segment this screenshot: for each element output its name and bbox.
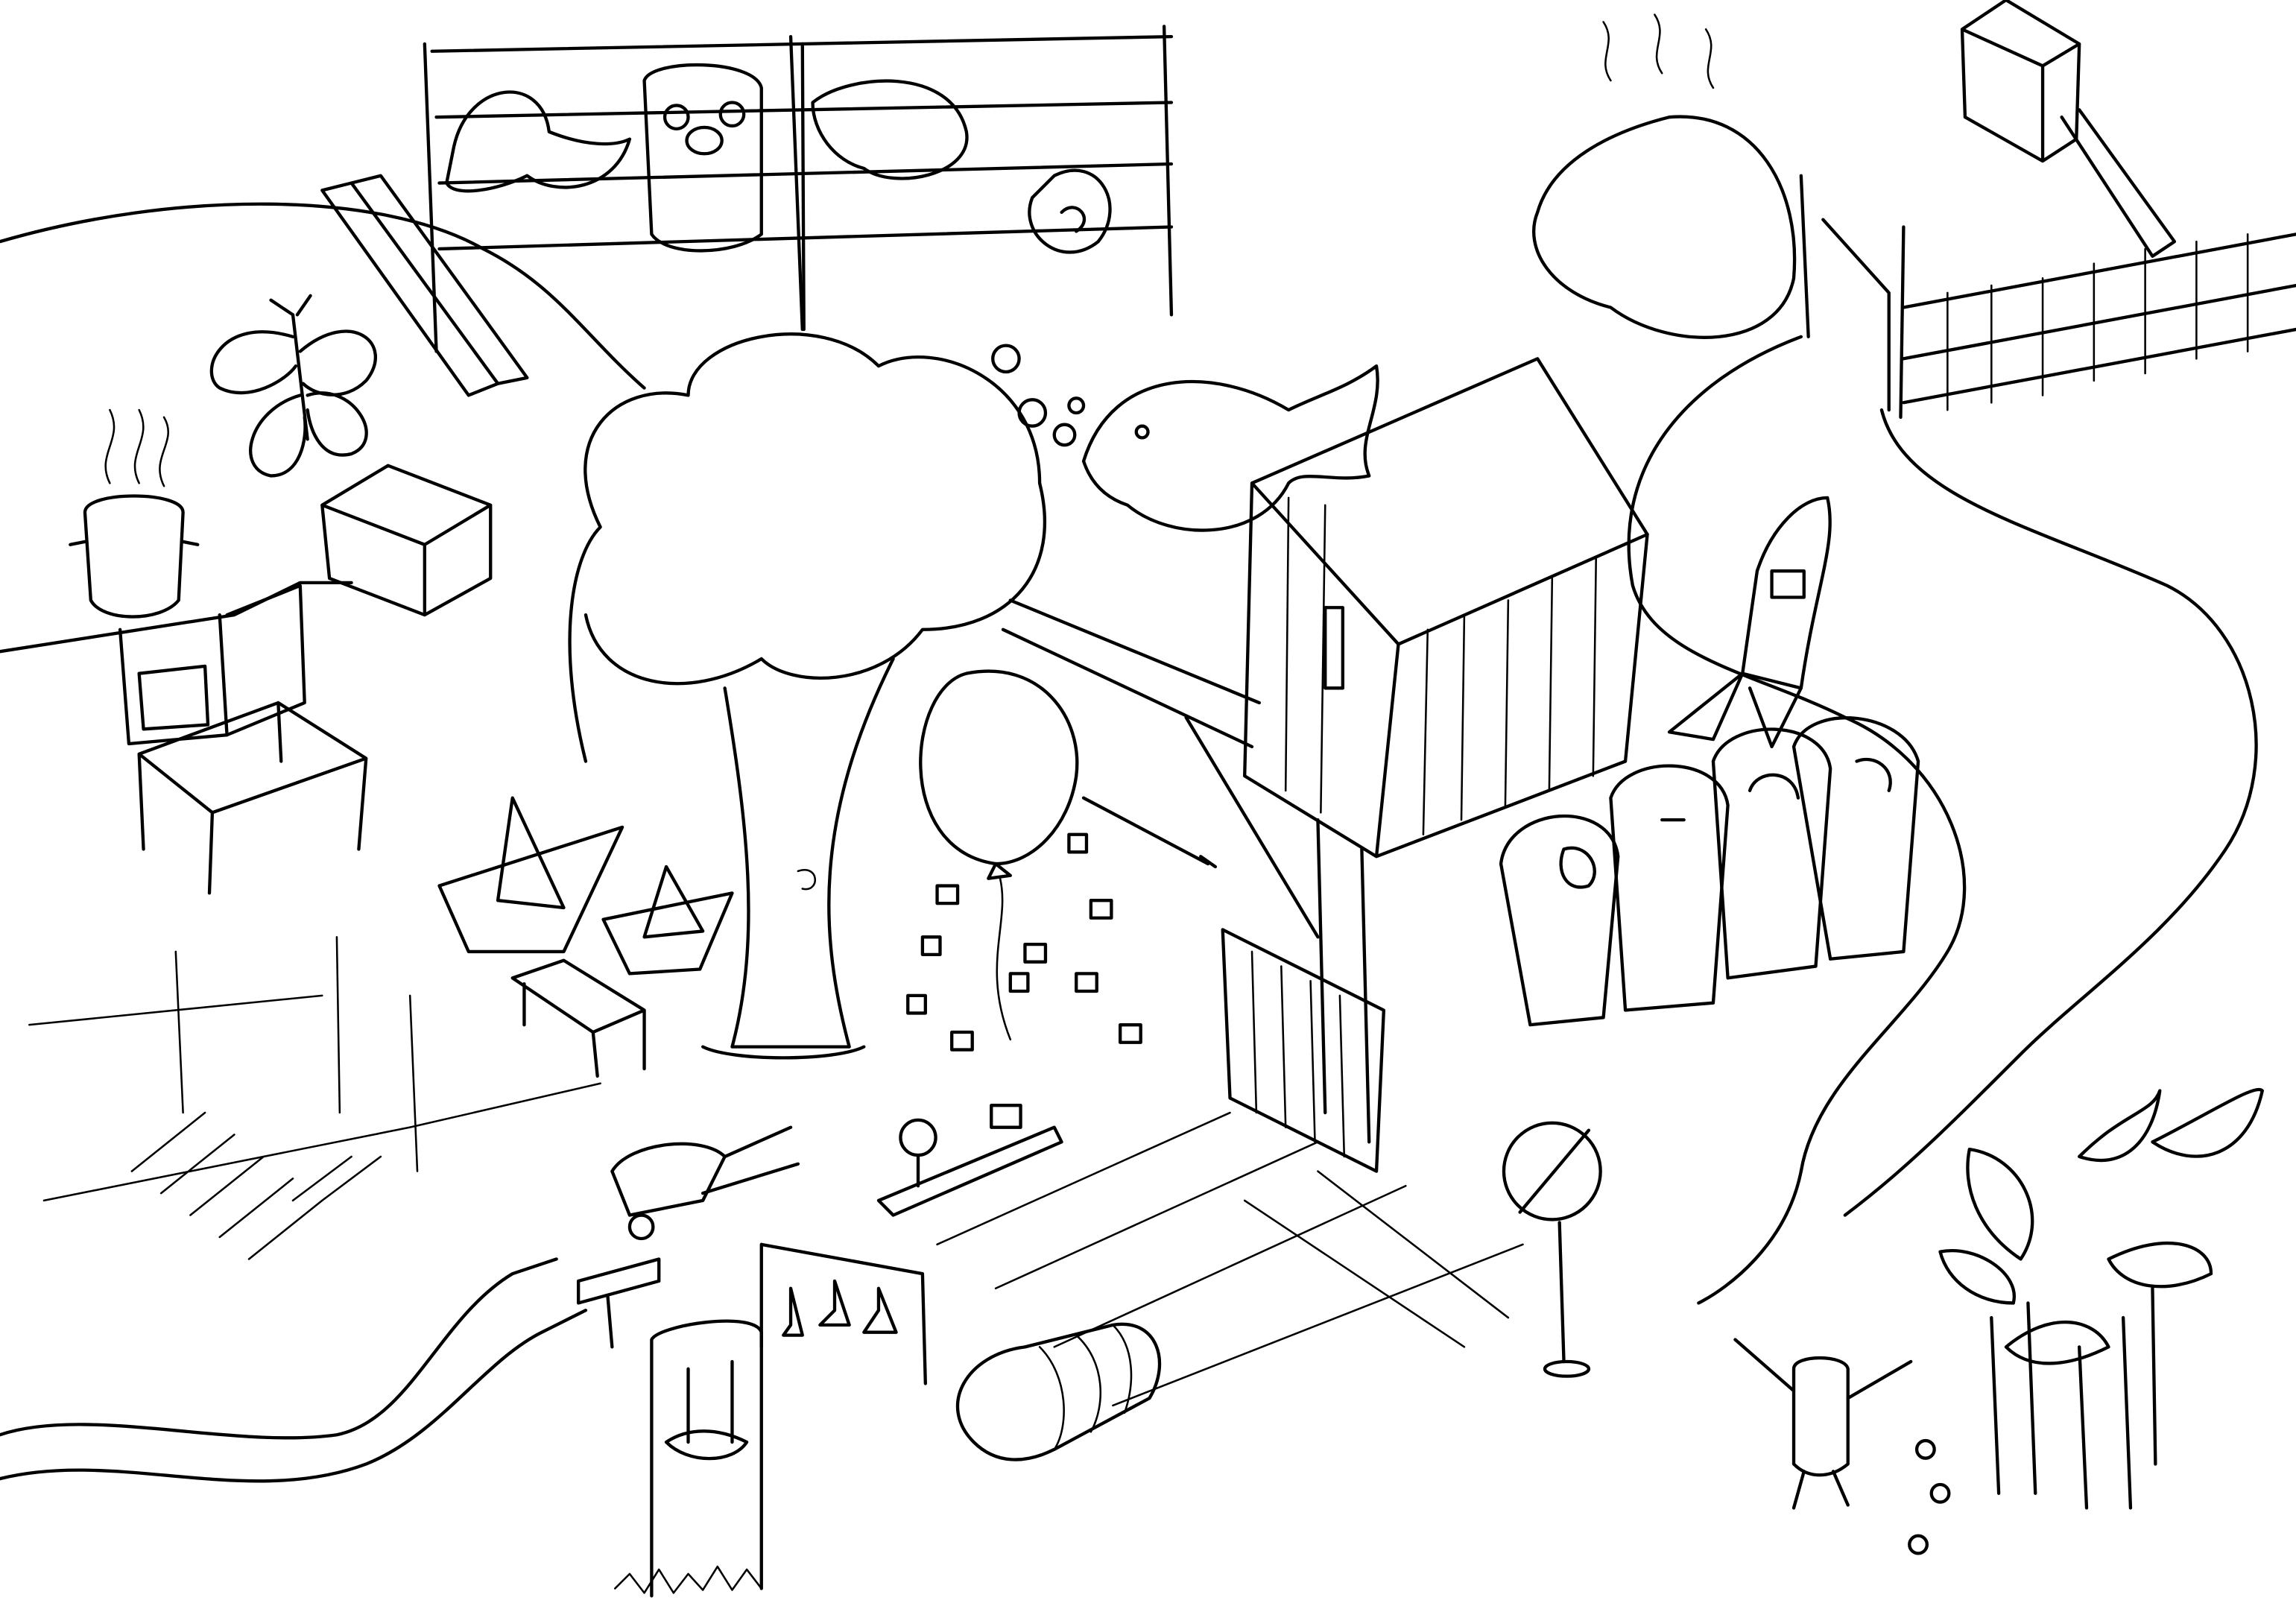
ground-lines [936,1111,1524,1407]
balloon [919,669,1079,1041]
paper-boat-large [437,796,624,954]
shed-far [1960,0,2177,258]
hill [0,202,646,390]
needle [1081,796,1218,869]
box [320,464,493,617]
swing [650,1319,763,1598]
trash-bins [1499,716,1920,1027]
fields [28,936,601,1260]
tree-house [1184,357,1649,1144]
confetti [906,832,1142,1052]
gate [1221,928,1386,1173]
grass-tufts [613,1565,763,1594]
slide [320,174,529,397]
no-entry-sign [1502,1121,1602,1378]
wheelbarrow [610,1125,800,1241]
bush-steaming [1532,13,1797,339]
fence-far [1799,174,2296,420]
bubbles [991,344,1086,447]
river [0,1257,588,1483]
lightbulb-board [876,1104,1063,1217]
path [1627,335,2258,1305]
stump [1733,1338,1951,1555]
cooking-pot [69,408,200,619]
butterfly [209,294,377,478]
fish [1081,364,1379,532]
paper-boat-small [601,864,734,976]
bench [510,958,646,1078]
tree-house-bridge [1001,598,1261,749]
bottle-rack [759,1242,927,1385]
table [137,701,368,895]
tree [568,42,1047,1060]
signpost [576,1257,661,1349]
plant [1938,1088,2264,1510]
caterpillar-tube [955,1322,1162,1461]
rocket [1667,496,1832,749]
